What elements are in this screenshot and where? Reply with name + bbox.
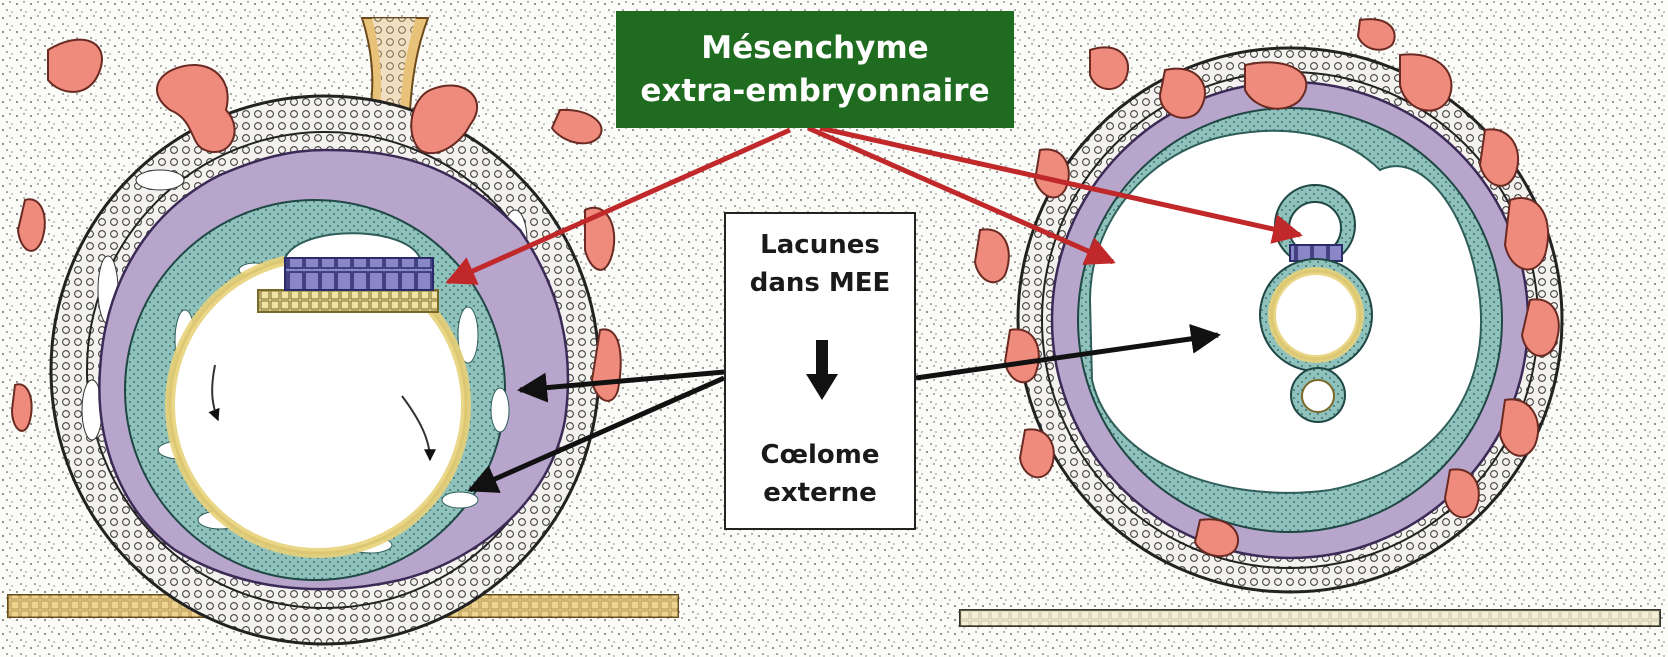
coelome-label-line1: Cœlome (726, 436, 914, 474)
process-label-box: Lacunes dans MEE Cœlome externe (724, 212, 916, 530)
down-arrow-icon (806, 340, 838, 400)
lacunes-label-line1: Lacunes (726, 226, 914, 264)
mesenchyme-label-line2: extra-embryonnaire (640, 70, 989, 113)
epiblast-left (285, 258, 433, 290)
mesenchyme-label: Mésenchyme extra-embryonnaire (616, 11, 1014, 128)
coelome-label-line2: externe (726, 474, 914, 512)
lacunes-label-line2: dans MEE (726, 264, 914, 302)
mesenchyme-label-line1: Mésenchyme (701, 27, 928, 70)
